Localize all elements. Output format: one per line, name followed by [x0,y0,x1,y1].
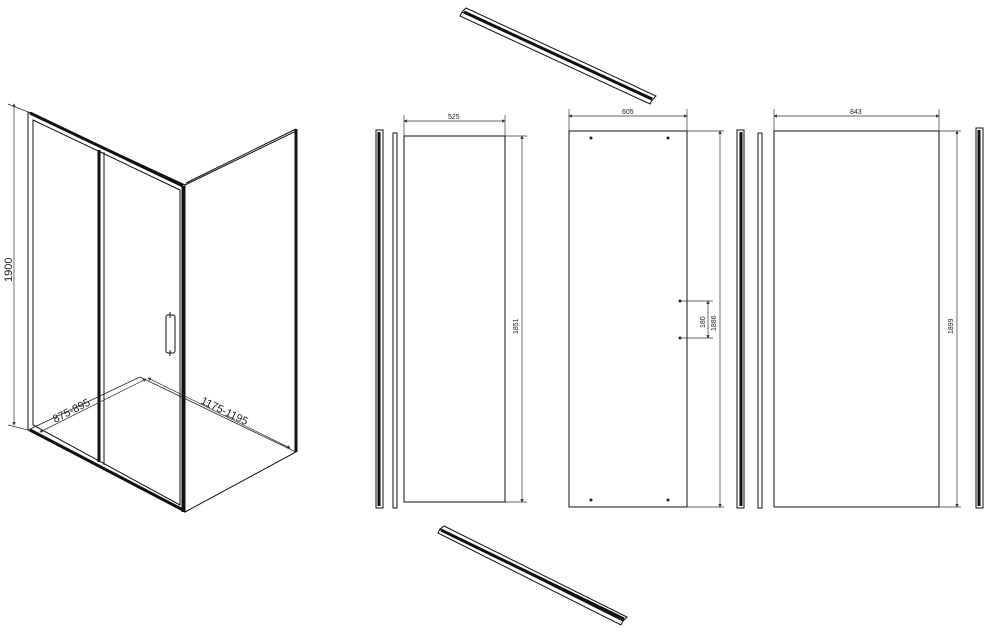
wall-profile [975,127,984,509]
fixed-height-label: 1899 [948,318,955,334]
bottom-rail [29,428,184,512]
iso-depth-label: 875-895 [51,397,92,426]
fixed-glass [773,130,940,508]
fixed-glass-panel: 843 1899 [773,109,961,508]
door-width-label: 605 [622,109,634,116]
side-glass-panel: 525 1851 [403,114,527,503]
door-handle [165,314,176,354]
bottom-rail-part [437,525,628,626]
iso-height-label: 1900 [3,258,15,282]
top-rail [29,111,184,188]
front-frame [27,111,186,513]
side-glass [403,135,506,503]
side-panel-profiles [375,129,398,509]
door-glass [568,130,688,508]
fixed-panel-profiles [736,129,763,509]
side-height-label: 1851 [513,318,520,334]
top-rail-part [459,7,657,105]
side-width-label: 525 [448,114,460,121]
door-glass-panel: 605 180 1886 [568,109,724,508]
door-height-label: 1886 [711,315,718,331]
isometric-enclosure-view: 1900 875-895 1175-1195 [3,103,298,513]
iso-width-label: 1175-1195 [199,395,250,428]
side-panel [184,130,297,513]
handle-spacing-label: 180 [700,316,707,328]
fixed-width-label: 843 [850,109,862,116]
